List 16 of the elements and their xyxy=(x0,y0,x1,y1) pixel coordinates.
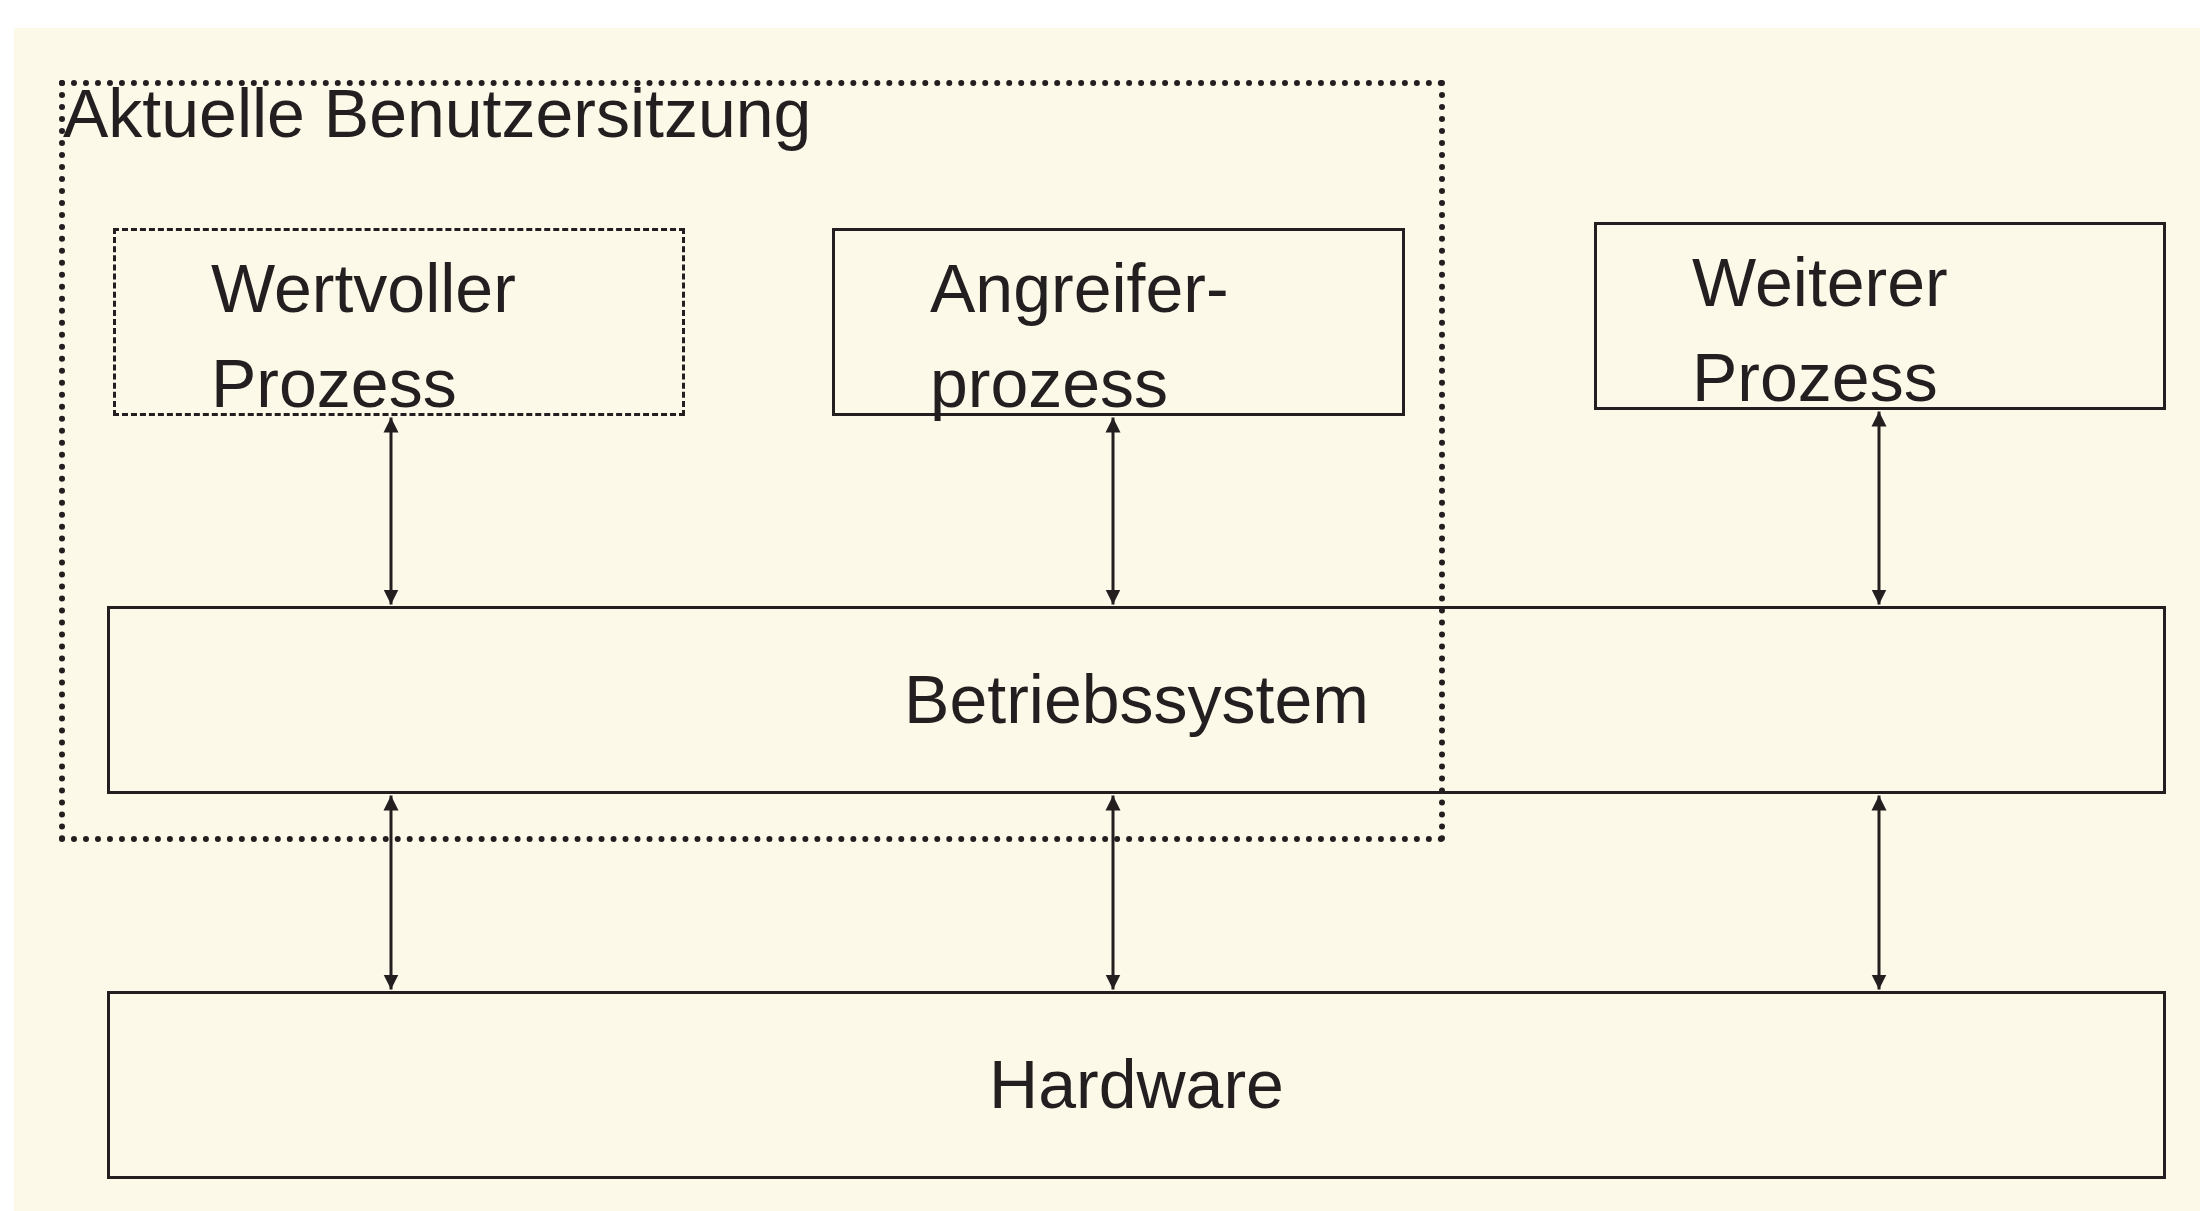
process-box xyxy=(113,228,685,416)
group-heading: Aktuelle Benutzersitzung xyxy=(62,76,813,151)
box-label: Angreifer-prozess xyxy=(930,249,1230,424)
double-arrow xyxy=(1871,795,1887,990)
box-label: Betriebssystem xyxy=(904,660,1369,740)
box-label: Hardware xyxy=(989,1045,1284,1125)
process-box xyxy=(1594,222,2166,410)
layer-box xyxy=(107,606,2166,794)
session-frame xyxy=(59,80,1445,842)
double-arrow xyxy=(1105,795,1121,990)
double-arrow xyxy=(1871,411,1887,605)
double-arrow xyxy=(1105,417,1121,605)
box-label: Weiterer Prozess xyxy=(1692,243,1949,418)
double-arrow xyxy=(383,795,399,990)
double-arrow xyxy=(383,417,399,605)
layer-box xyxy=(107,991,2166,1179)
